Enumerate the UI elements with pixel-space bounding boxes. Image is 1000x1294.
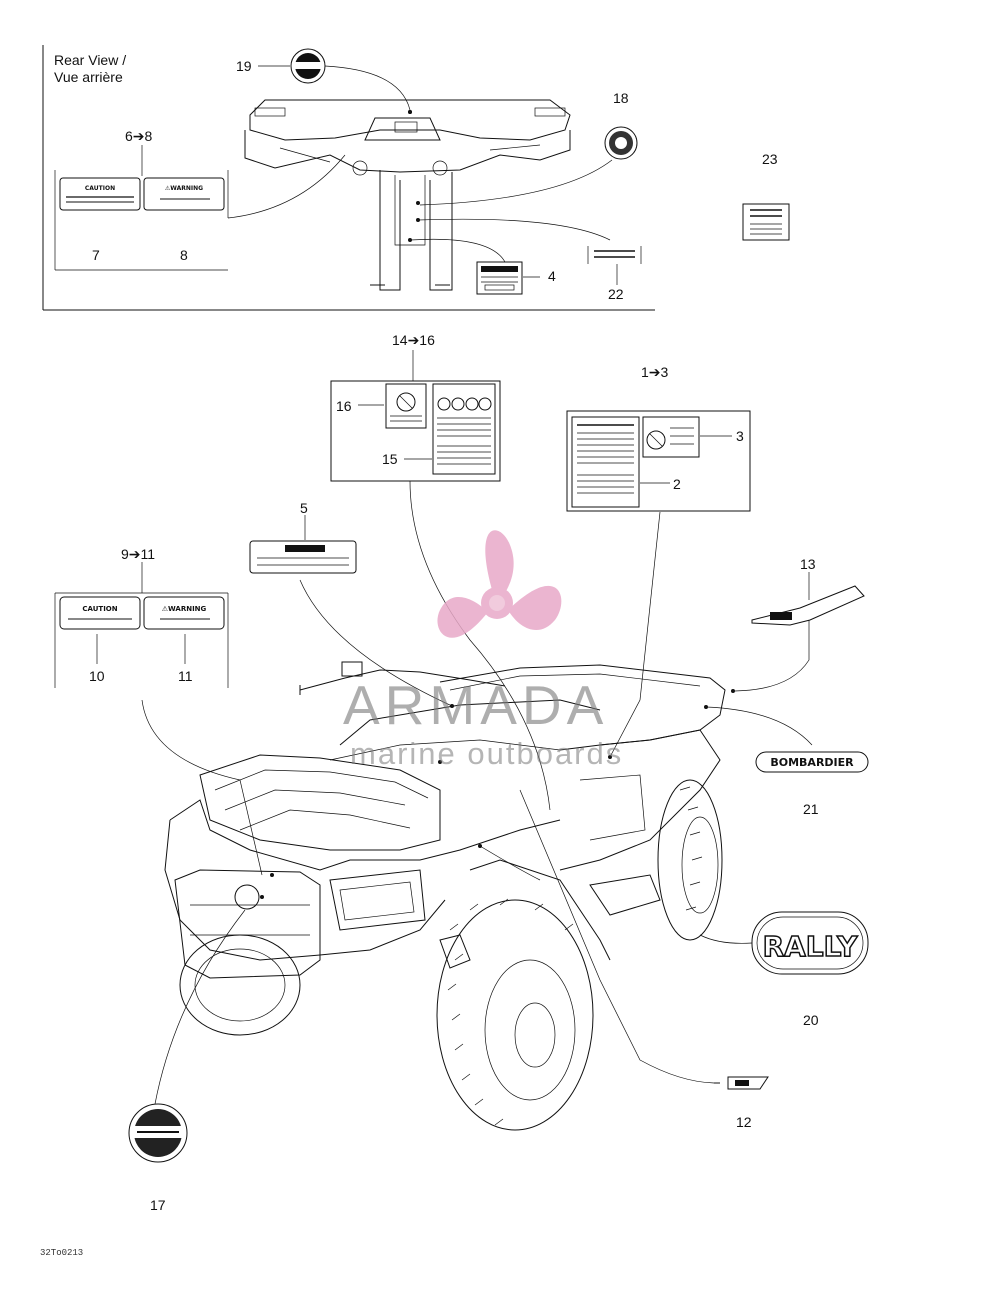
decal-21-text: BOMBARDIER [770,756,854,769]
callout-18: 18 [613,90,629,106]
watermark-name: ARMADA [343,674,609,736]
rear-view-frame [42,45,655,311]
watermark-logo [437,530,562,638]
main-leaders [141,480,813,1105]
watermark-subtitle: marine outboards [350,736,624,771]
callout-12: 12 [736,1114,752,1130]
callout-21: 21 [803,801,819,817]
figure-code: 32To0213 [40,1248,84,1258]
callout-20: 20 [803,1012,819,1028]
decal-19-badge [290,48,326,84]
callout-23: 23 [762,151,778,167]
callout-1-3: 1➔3 [641,364,669,380]
decal-8-text: ⚠WARNING [165,185,203,192]
callout-3: 3 [736,428,744,444]
decal-11-text: ⚠WARNING [162,605,207,613]
decal-5 [249,515,357,574]
callout-15: 15 [382,451,398,467]
decal-20-text: RALLY [763,930,859,963]
callout-9-11: 9➔11 [121,546,156,562]
callout-7: 7 [92,247,100,263]
decal-8-warning-rear: ⚠WARNING [143,177,225,211]
callout-22: 22 [608,286,624,302]
decal-4 [476,261,523,295]
callout-5: 5 [300,500,308,516]
decal-13 [751,572,865,626]
decal-18-badge [604,126,638,160]
decal-group-9-11: CAUTION ⚠WARNING [54,562,229,688]
decal-group-14-16 [330,350,501,482]
rear-leaders [54,65,618,285]
callout-17: 17 [150,1197,166,1213]
callout-6-8: 6➔8 [125,128,153,144]
decal-17-badge [128,1103,188,1163]
decal-12 [714,1076,769,1090]
callout-14-16: 14➔16 [392,332,435,348]
callout-19: 19 [236,58,252,74]
callout-8: 8 [180,247,188,263]
decal-23 [742,203,790,241]
decal-20-rally: RALLY [751,911,869,975]
decal-group-1-3 [566,410,751,512]
callout-2: 2 [673,476,681,492]
decal-21-bombardier: BOMBARDIER [755,751,869,773]
rear-view-title: Rear View / Vue arrière [54,52,126,86]
callout-11: 11 [178,668,193,684]
rear-view-vehicle [244,99,571,291]
callout-4: 4 [548,268,556,284]
callout-10: 10 [89,668,105,684]
decal-7-caution-rear: CAUTION [59,177,141,211]
atv-outline [164,110,735,1131]
callout-13: 13 [800,556,816,572]
decal-10-text: CAUTION [82,605,117,613]
decal-22 [587,246,642,264]
callout-16: 16 [336,398,352,414]
rear-view-title-line1: Rear View / [54,52,127,68]
decal-7-text: CAUTION [85,185,115,192]
rear-view-title-line2: Vue arrière [54,69,123,85]
